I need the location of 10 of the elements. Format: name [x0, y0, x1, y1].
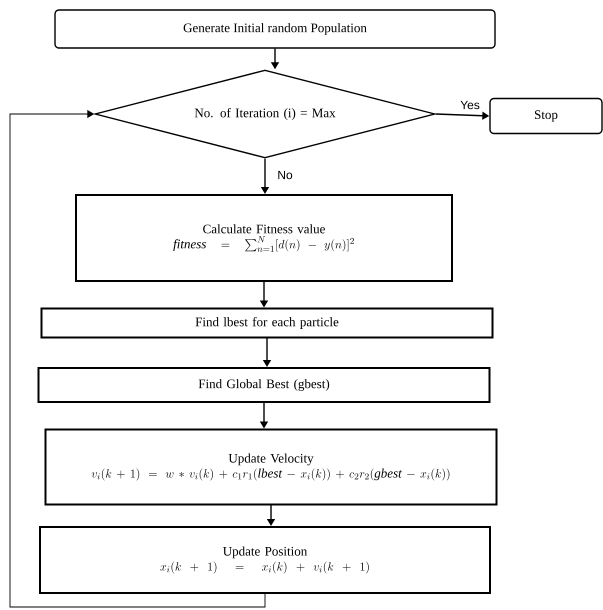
process-box: Calculate Fitness value $\mathit{fitness} = \sum_{n=1}^{N} [d(n) - y(n)]^2$ — [75, 194, 453, 282]
terminal-box: Stop — [489, 98, 603, 134]
edge-label: No — [276, 170, 294, 180]
arrow — [10, 110, 266, 608]
process-box: Update Position $x_i(k+1) = x_i(k) + v_i(k+1)$ — [39, 526, 491, 594]
process-box: Generate Initial random Population — [54, 9, 496, 49]
process-box: Update Velocity $v_i(k+1) = w * v_i(k) + c_1 r_1 (\mathit{lbest} - x_i(k)) + c_2 r_2 (\mathit{gbest} - x_i(k))$ — [44, 428, 498, 506]
process-box: Find lbest for each particle — [40, 308, 494, 338]
edge-label: Yes — [459, 100, 481, 110]
process-box: Find Global Best (gbest) — [38, 367, 490, 403]
